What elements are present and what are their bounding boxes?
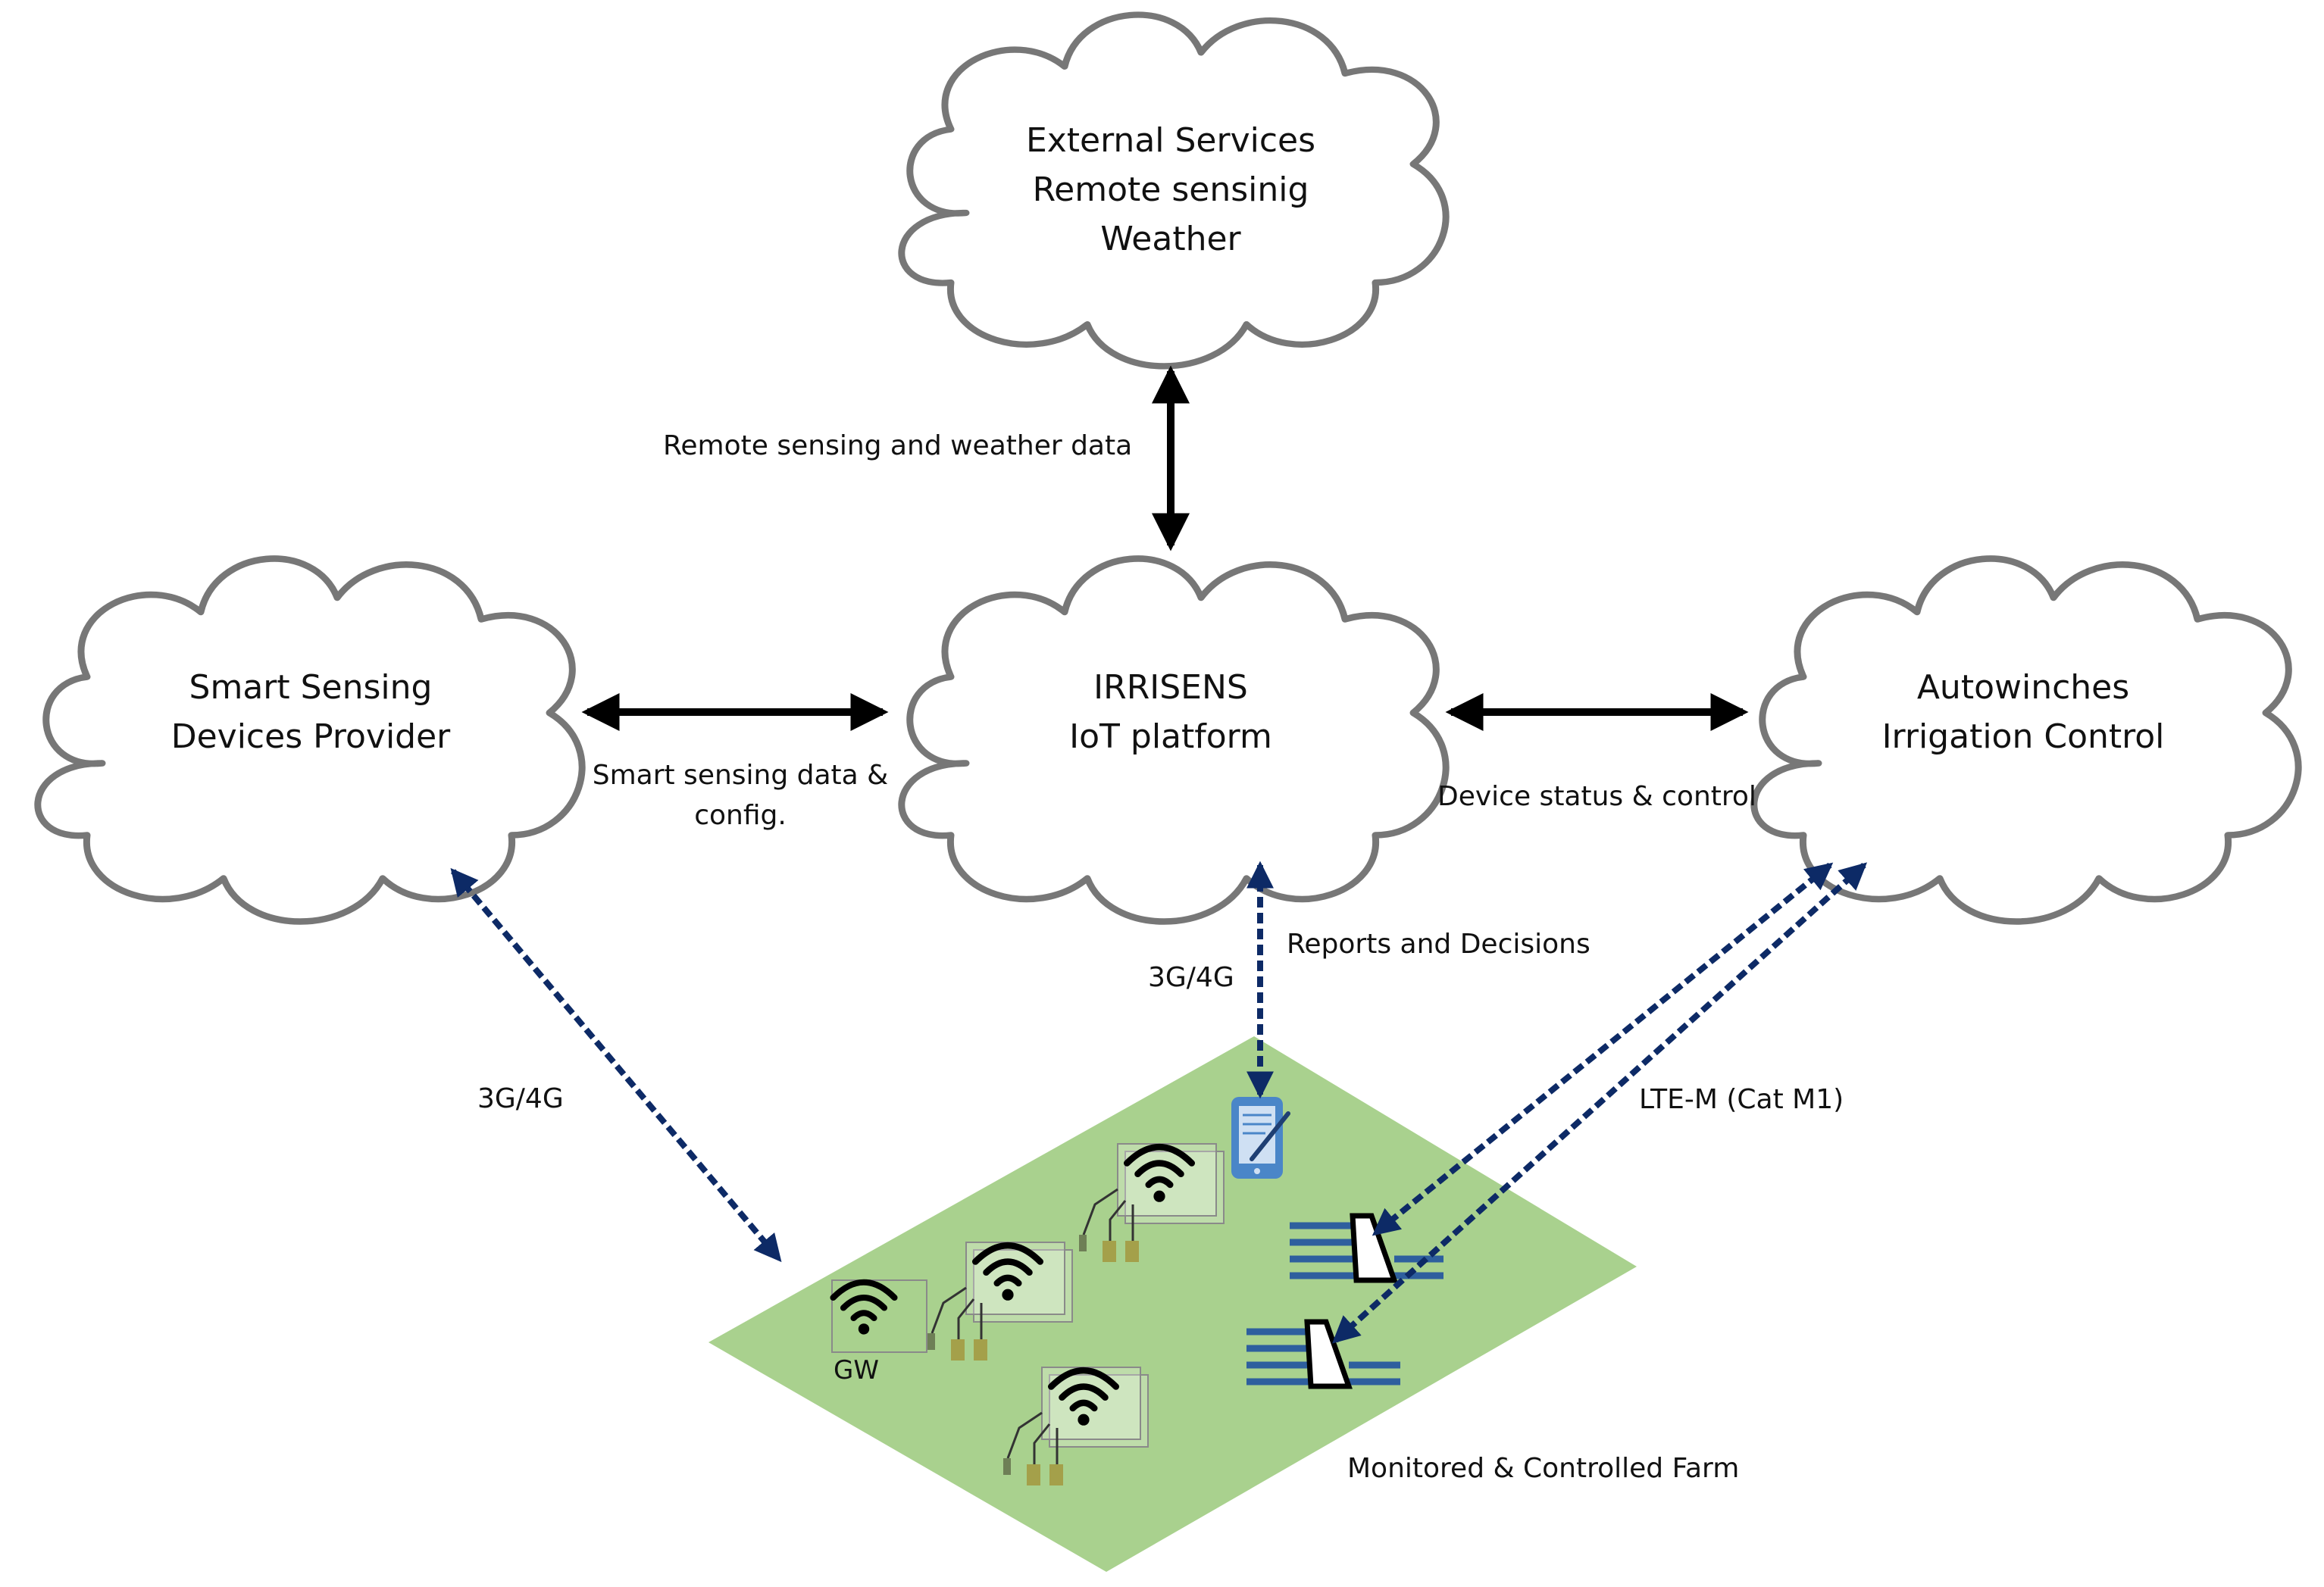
farm-caption: Monitored & Controlled Farm (1347, 1453, 1739, 1484)
label-net-left: 3G/4G (477, 1083, 564, 1114)
gateway-device: GW (832, 1280, 927, 1386)
cloud-autowinches-line-2: Irrigation Control (1882, 717, 2165, 756)
tablet-icon (1231, 1097, 1290, 1179)
label-lte: LTE-M (Cat M1) (1639, 1084, 1844, 1115)
cloud-irrisens-line-2: IoT platform (1069, 717, 1272, 756)
winch-2 (1246, 1319, 1400, 1389)
label-smart-sensing-2: config. (694, 800, 787, 831)
cloud-smart-line-1: Smart Sensing (189, 668, 433, 707)
sensor-node-2 (1079, 1143, 1225, 1262)
cloud-external-services: External Services Remote sensinig Weathe… (902, 14, 1446, 366)
label-remote-weather: Remote sensing and weather data (663, 430, 1132, 461)
label-smart-sensing-1: Smart sensing data & (593, 760, 889, 791)
dashed-arrow-smart-gateway (450, 867, 782, 1263)
gateway-label: GW (834, 1355, 879, 1386)
label-device-status: Device status & control (1437, 781, 1756, 812)
cloud-autowinches: Autowinches Irrigation Control (1754, 558, 2298, 921)
sensor-node-1 (927, 1242, 1073, 1361)
cloud-external-line-2: Remote sensinig (1033, 170, 1309, 209)
label-reports: Reports and Decisions (1287, 929, 1591, 960)
label-net-center: 3G/4G (1148, 962, 1234, 993)
sensor-node-3 (1003, 1367, 1149, 1485)
cloud-smart-line-2: Devices Provider (171, 717, 451, 756)
cloud-external-line-1: External Services (1026, 121, 1315, 160)
cloud-autowinches-line-1: Autowinches (1917, 668, 2129, 707)
cloud-irrisens-line-1: IRRISENS (1093, 668, 1248, 707)
cloud-external-line-3: Weather (1100, 220, 1241, 258)
dashed-arrow-autowinches-winch-2 (1331, 862, 1868, 1344)
dashed-arrow-autowinches-winch-1 (1372, 862, 1834, 1236)
cloud-smart-sensing: Smart Sensing Devices Provider (38, 558, 582, 921)
cloud-irrisens: IRRISENS IoT platform (902, 558, 1446, 921)
